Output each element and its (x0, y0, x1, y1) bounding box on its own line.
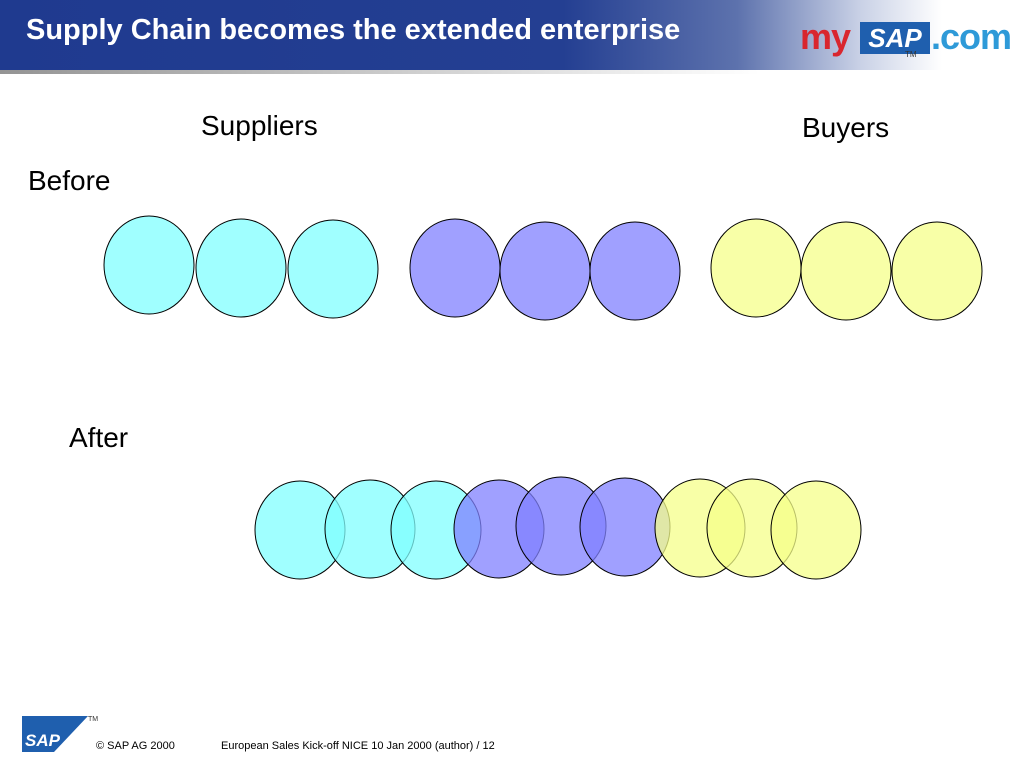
before-enterprise-circle-2 (499, 221, 591, 321)
footer-copyright: © SAP AG 2000 (96, 740, 175, 752)
before-buyer-circle-2 (800, 221, 892, 321)
logo-sap: SAP (860, 22, 930, 54)
title-bar-shadow (0, 70, 760, 74)
sap-footer-logo-text: SAP (25, 731, 61, 750)
logo-tm: TM (905, 50, 917, 59)
sap-footer-logo: SAP (22, 716, 88, 752)
buyers-label: Buyers (802, 112, 890, 143)
logo-com: .com (931, 16, 1012, 57)
before-group (103, 215, 983, 321)
footer-event-text: European Sales Kick-off NICE 10 Jan 2000… (221, 740, 495, 752)
suppliers-label: Suppliers (201, 110, 318, 141)
footer-tm: TM (88, 716, 99, 723)
before-buyer-circle-1 (710, 218, 802, 318)
before-supplier-circle-1 (103, 215, 195, 315)
before-supplier-circle-3 (287, 219, 379, 319)
before-enterprise-circle-3 (589, 221, 681, 321)
mysap-logo: my SAP .com TM (800, 14, 1012, 64)
before-supplier-circle-2 (195, 218, 287, 318)
before-enterprise-circle-1 (409, 218, 501, 318)
logo-my: my (800, 16, 851, 57)
after-buyer-circle-3 (770, 480, 862, 580)
page-title: Supply Chain becomes the extended enterp… (26, 14, 681, 46)
after-group (254, 476, 862, 580)
before-buyer-circle-3 (891, 221, 983, 321)
before-label: Before (28, 165, 111, 196)
after-label: After (69, 422, 129, 453)
title-bar (0, 0, 1024, 70)
